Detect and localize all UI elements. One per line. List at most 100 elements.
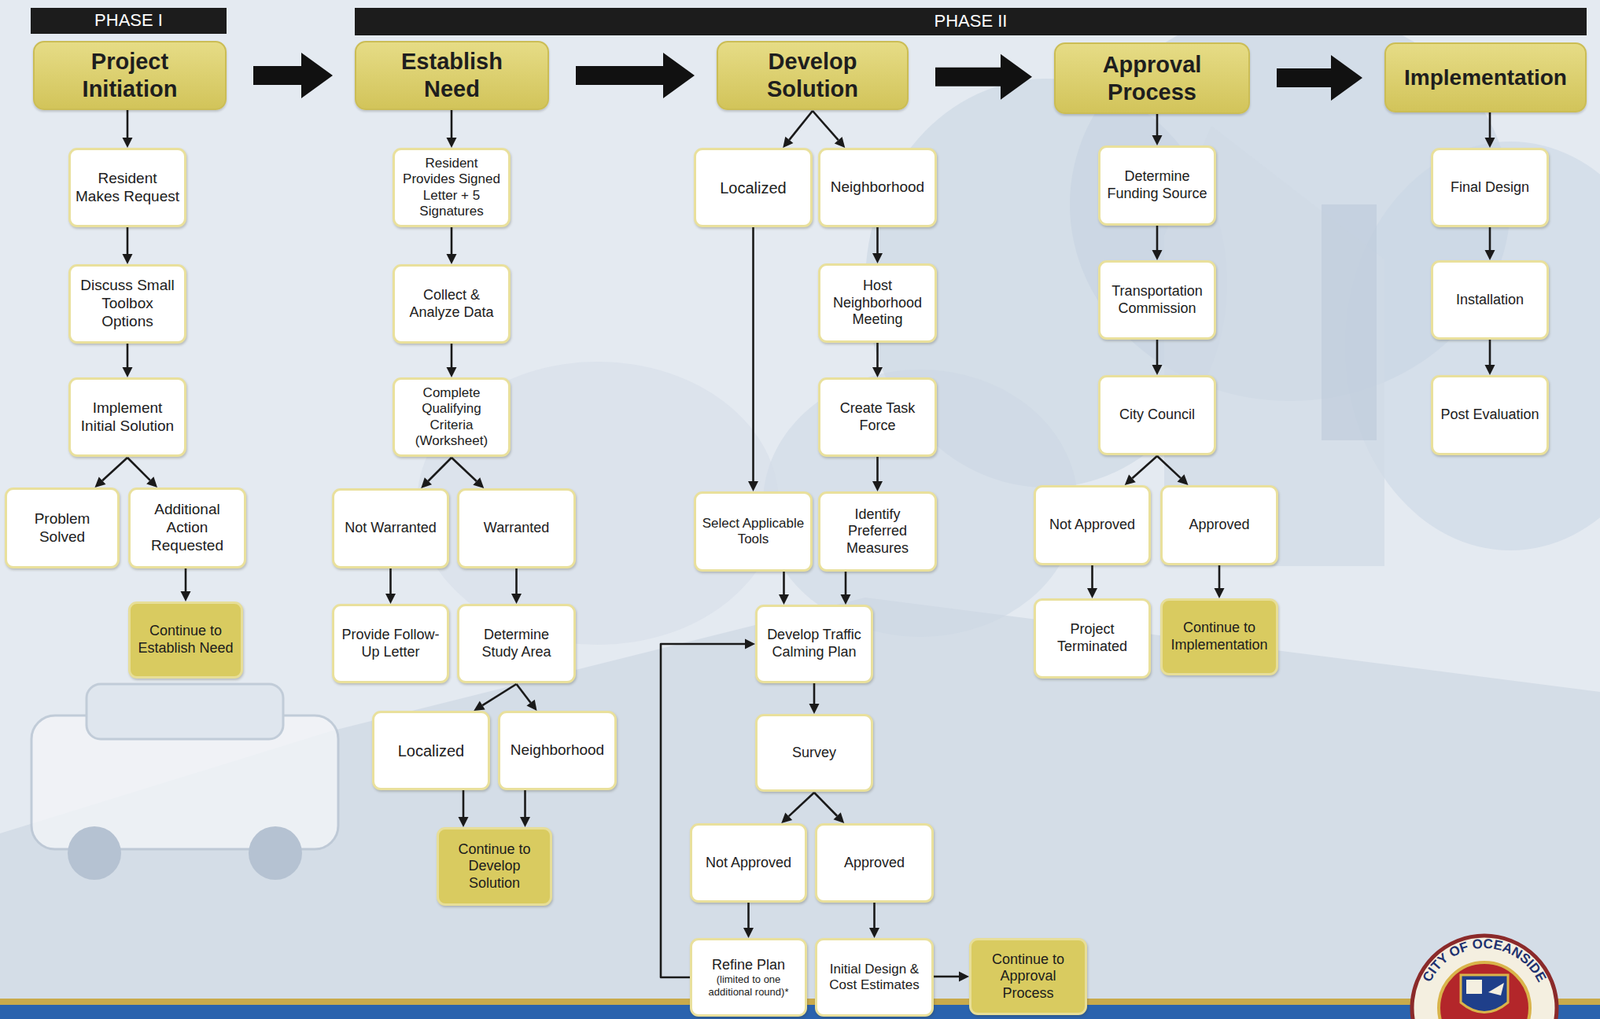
arrowhead bbox=[180, 591, 192, 602]
arrowhead bbox=[872, 367, 883, 378]
connector-arrow bbox=[809, 683, 820, 715]
phase-arrow-shape bbox=[935, 54, 1033, 100]
continue-box: Continue to Develop Solution bbox=[436, 827, 553, 907]
phase-arrow bbox=[253, 52, 333, 99]
node-text: PHASE II bbox=[354, 11, 1587, 32]
car-wheel bbox=[248, 826, 303, 881]
connector-arrow bbox=[660, 639, 756, 979]
car-wheel bbox=[67, 826, 122, 881]
connector-line bbox=[127, 457, 151, 481]
connector-line bbox=[660, 644, 745, 978]
connector-arrow bbox=[122, 343, 133, 378]
connector-line bbox=[814, 792, 837, 817]
connector-arrow bbox=[778, 571, 789, 605]
node-text: (limited to one additional round)* bbox=[696, 973, 800, 999]
connector-arrow bbox=[1214, 565, 1225, 599]
arrowhead bbox=[778, 594, 789, 605]
connector-line bbox=[126, 110, 130, 138]
node-text: Implementation bbox=[1391, 64, 1581, 92]
process-box: City Council bbox=[1098, 375, 1217, 456]
connector-line bbox=[450, 227, 454, 255]
phase-header: Approval Process bbox=[1054, 42, 1250, 115]
node-text: Not Approved bbox=[696, 855, 800, 873]
connector-line bbox=[1157, 456, 1181, 479]
connector-line bbox=[788, 792, 815, 817]
process-box: Neighborhood bbox=[818, 147, 937, 228]
node-text: Installation bbox=[1437, 291, 1542, 310]
process-box: Localized bbox=[372, 711, 491, 791]
arrowhead bbox=[748, 481, 759, 492]
connector-line bbox=[812, 110, 839, 141]
process-box: Determine Funding Source bbox=[1098, 145, 1217, 226]
process-box: Refine Plan(limited to one additional ro… bbox=[689, 938, 808, 1018]
connector-arrow bbox=[748, 227, 759, 492]
phase-header: Establish Need bbox=[354, 40, 550, 111]
connector-arrow bbox=[1087, 565, 1098, 599]
connector-arrow bbox=[869, 903, 880, 939]
connector-arrow bbox=[127, 457, 158, 488]
node-text: Create Task Force bbox=[825, 400, 930, 435]
connector-line bbox=[450, 343, 454, 368]
process-box: Survey bbox=[755, 714, 874, 793]
node-text: Final Design bbox=[1437, 179, 1542, 197]
connector-line bbox=[876, 227, 879, 254]
connector-line bbox=[752, 227, 755, 482]
connector-arrow bbox=[872, 457, 883, 492]
arrowhead bbox=[1087, 588, 1098, 599]
connector-line bbox=[1156, 114, 1159, 136]
connector-line bbox=[102, 457, 128, 481]
node-text: Implement Initial Solution bbox=[75, 399, 180, 436]
node-text: Refine Plan bbox=[696, 957, 800, 975]
node-text: Localized bbox=[379, 741, 483, 761]
connector-line bbox=[1156, 339, 1159, 365]
house-window bbox=[1321, 204, 1377, 441]
process-box: Approved bbox=[1160, 485, 1279, 566]
process-box: Transportation Commission bbox=[1098, 260, 1217, 340]
node-text: Provide Follow-Up Letter bbox=[339, 626, 443, 661]
connector-arrow bbox=[743, 903, 754, 939]
node-text: Post Evaluation bbox=[1437, 406, 1542, 424]
connector-line bbox=[788, 110, 813, 141]
process-box: Collect & Analyze Data bbox=[392, 264, 511, 344]
process-box: Approved bbox=[814, 823, 934, 904]
connector-line bbox=[844, 571, 848, 595]
process-box: Determine Study Area bbox=[457, 604, 576, 684]
connector-line bbox=[876, 457, 879, 482]
process-box: Post Evaluation bbox=[1430, 375, 1549, 456]
process-box: Warranted bbox=[457, 488, 576, 569]
node-text: Determine Funding Source bbox=[1105, 168, 1210, 203]
process-box: Identify Preferred Measures bbox=[818, 491, 937, 572]
node-text: Project Initiation bbox=[61, 47, 200, 104]
node-text: Neighborhood bbox=[505, 741, 610, 760]
car bbox=[31, 684, 339, 881]
connector-line bbox=[451, 457, 477, 482]
node-text: Resident Makes Request bbox=[75, 169, 180, 207]
phase-arrow-shape bbox=[1276, 55, 1363, 101]
connector-arrow bbox=[1485, 112, 1496, 148]
process-box: Installation bbox=[1430, 260, 1549, 340]
node-text: Approved bbox=[1167, 516, 1272, 535]
arrowhead bbox=[385, 593, 396, 605]
connector-line bbox=[515, 568, 518, 594]
node-text: Not Warranted bbox=[339, 519, 443, 538]
connector-arrow bbox=[1152, 225, 1163, 261]
arrowhead bbox=[1485, 250, 1496, 261]
continue-box: Continue to Approval Process bbox=[969, 938, 1088, 1016]
connector-arrow bbox=[872, 227, 883, 264]
arrowhead bbox=[809, 704, 820, 715]
connector-arrow bbox=[812, 110, 845, 148]
process-box: Not Warranted bbox=[331, 488, 450, 569]
seal-text-holder: CITY OF OCEANSIDE bbox=[1419, 936, 1550, 985]
connector-arrow bbox=[781, 792, 815, 824]
process-box: Additional Action Requested bbox=[128, 487, 247, 569]
connector-arrow bbox=[1485, 339, 1496, 376]
arrowhead bbox=[743, 928, 754, 939]
connector-arrow bbox=[1485, 227, 1496, 261]
arrowhead bbox=[446, 137, 458, 148]
process-box: Create Task Force bbox=[818, 377, 937, 458]
connector-line bbox=[523, 790, 527, 818]
connector-arrow bbox=[458, 790, 469, 828]
connector-arrow bbox=[516, 684, 538, 712]
connector-arrow bbox=[511, 568, 522, 605]
